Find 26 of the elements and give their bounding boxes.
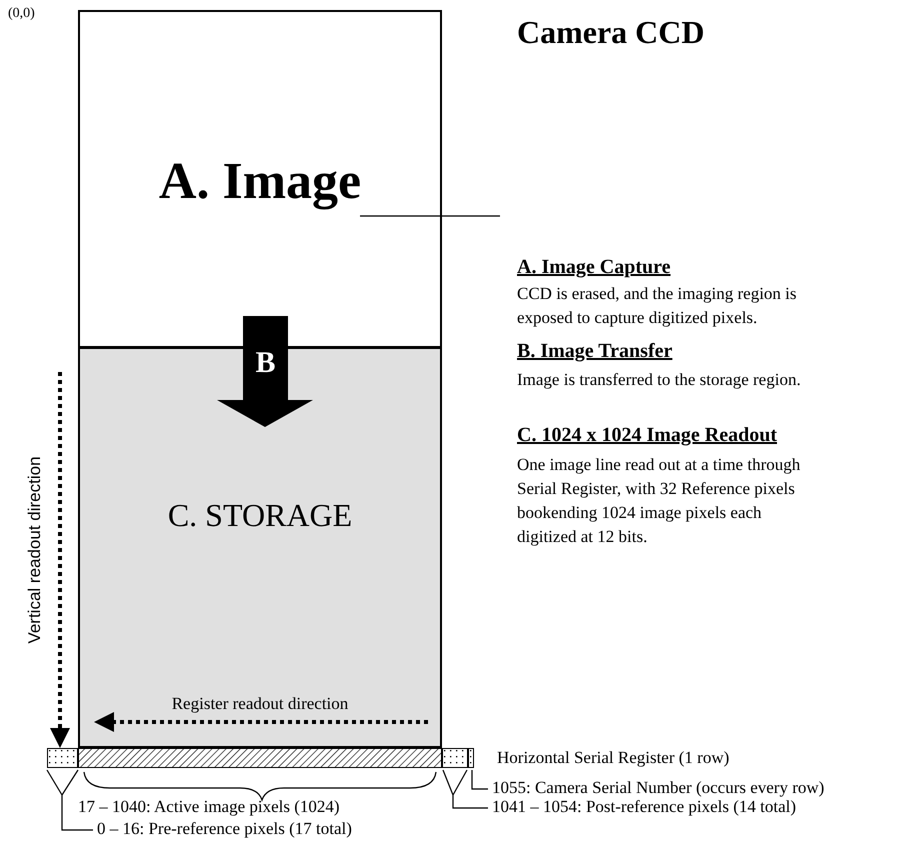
arrow-letter: B [254,346,276,380]
storage-region [78,347,442,748]
leader-line [442,769,489,809]
section-heading: B. Image Transfer [517,340,672,363]
register-label: Horizontal Serial Register (1 row) [497,748,730,768]
leader-line [46,769,94,831]
leader-line [471,770,488,790]
region-title: C. STORAGE [166,497,354,534]
section-heading: C. 1024 x 1024 Image Readout [517,424,777,447]
description-text: Image is transferred to the storage region. [517,370,801,390]
annotation-text: 1041 – 1054: Post-reference pixels (14 total) [492,797,796,817]
origin-label: (0,0) [8,6,35,22]
direction-label: Register readout direction [170,694,350,714]
annotation-text: 0 – 16: Pre-reference pixels (17 total) [97,819,352,839]
region-title: A. Image [158,152,362,211]
transfer-arrow [217,316,313,427]
range-label: 17 – 1040: Active image pixels (1024) [78,797,340,817]
axis-label: Vertical readout direction [25,455,45,646]
annotation-text: 1055: Camera Serial Number (occurs every row) [492,778,824,798]
leader-line [360,215,500,217]
description-text: CCD is erased, and the imaging region is exposed to capture digitized pixels. [517,283,798,329]
description-text: One image line read out at a time through Serial Register, with 32 Reference pixels bookending 1024 image pixels each digitized at 12 bits. [517,454,802,548]
active-pixel-cell [78,748,442,768]
section-heading: A. Image Capture [517,256,671,279]
image-region [78,10,442,348]
title: Camera CCD [517,14,704,51]
